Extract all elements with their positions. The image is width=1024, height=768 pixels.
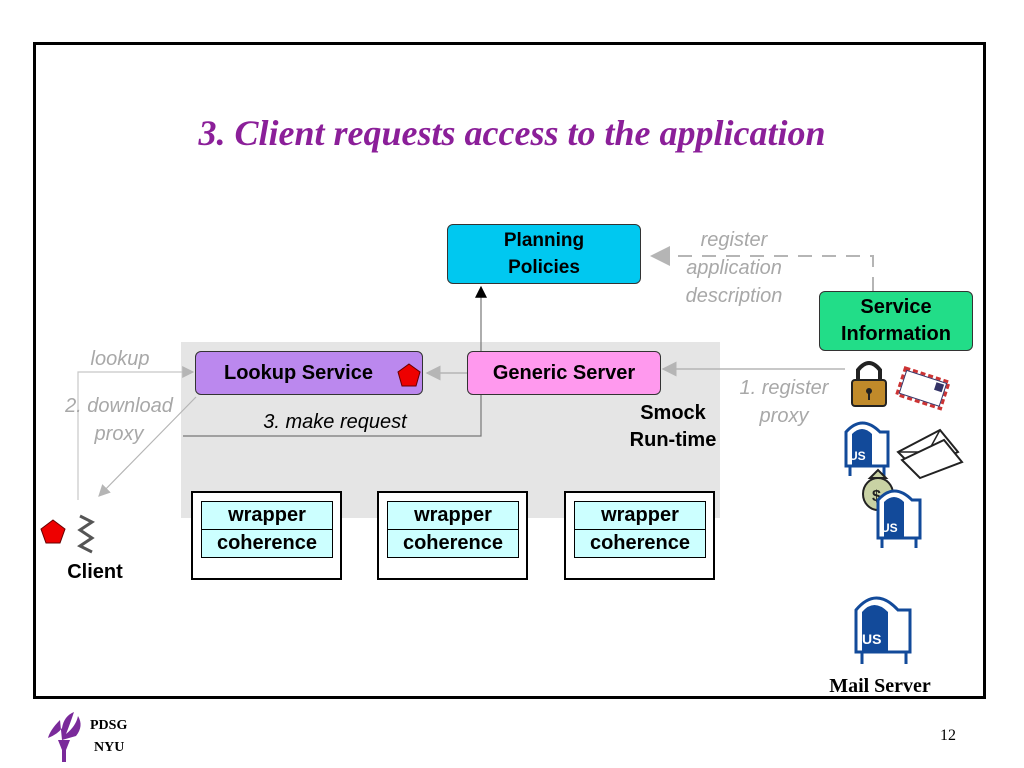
wrapper-label: wrapper [601,504,679,526]
make-request-label: 3. make request [263,411,407,433]
slide-frame [33,42,986,699]
download-proxy-line [98,396,197,497]
footer-org-line1: PDSG [90,718,128,733]
coherence-label: coherence [388,529,518,557]
slide-title: 3. Client requests access to the applica… [198,113,826,153]
client-proxy-pentagon-icon [40,519,66,544]
generic-server-label: Generic Server [492,361,636,384]
client-zigzag-icon [77,514,95,554]
mail-server-mailbox-icon: US [854,596,912,664]
register-app-label: register application description [685,229,783,307]
lookup-label: lookup [90,348,150,370]
envelope-icon [894,365,952,411]
svg-text:$: $ [872,488,881,505]
footer-org-line2: NYU [94,740,125,755]
coherence-label: coherence [575,529,705,557]
wrapper-box-2: wrapper coherence [377,491,528,580]
smock-runtime-label: Smock Run-time [629,402,717,451]
proxy-pentagon-icon [397,363,421,387]
wrapper-label: wrapper [228,504,306,526]
letters-icon [896,428,964,480]
mailbox-icon: US [876,489,922,548]
planning-policies-box: Planning Policies [447,224,641,284]
svg-text:US: US [862,631,881,647]
page-number: 12 [940,727,956,744]
lookup-line [77,366,195,500]
generic-server-box: Generic Server [467,351,661,395]
wrapper-box-1: wrapper coherence [191,491,342,580]
wrapper-label: wrapper [414,504,492,526]
download-proxy-label: 2. download proxy [65,395,173,445]
svg-text:US: US [849,449,866,463]
svg-text:US: US [881,521,898,535]
lookup-service-label: Lookup Service [224,361,373,384]
nyu-torch-logo-icon [48,712,81,762]
make-request-path [183,285,487,437]
register-proxy-label: 1. register proxy [739,377,829,427]
mailbox-icon: US [844,421,890,476]
padlock-icon [851,361,887,407]
lookup-service-box: Lookup Service [195,351,423,395]
wrapper-box-3: wrapper coherence [564,491,715,580]
coherence-label: coherence [202,529,332,557]
client-label: Client [67,561,123,583]
register-app-dash [650,246,874,291]
service-information-label: Service Information [841,296,951,345]
planning-policies-label: Planning Policies [503,230,585,278]
mail-server-label: Mail Server [829,675,931,697]
service-information-box: Service Information [819,291,973,351]
